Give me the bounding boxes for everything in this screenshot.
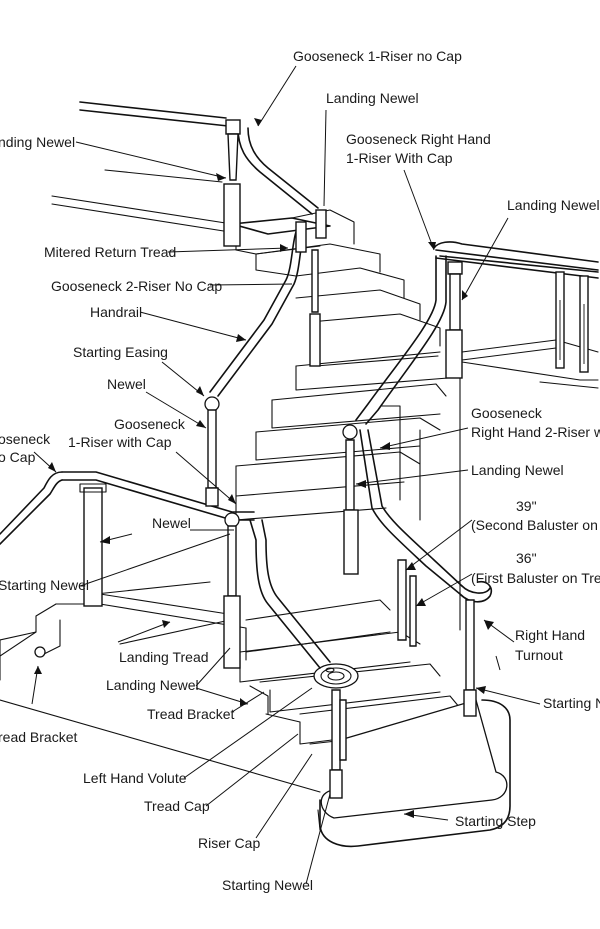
label-mitered-return-tread: Mitered Return Tread [44, 244, 176, 260]
label-gooseneck-right-hand-1-riser-cap-line2: 1-Riser With Cap [346, 150, 453, 166]
label-riser-cap: Riser Cap [198, 835, 260, 851]
leader-lines [31, 65, 541, 885]
starting-step [317, 699, 511, 848]
right-landing [435, 249, 599, 631]
label-starting-newel-bottom: Starting Newel [222, 877, 313, 893]
label-landing-newel-top: Landing Newel [326, 90, 419, 106]
label-gooseneck-1-riser-cap-line2: 1-Riser with Cap [68, 434, 172, 450]
newels [204, 119, 477, 799]
label-gooseneck-rh-2-riser-line1: Gooseneck [471, 405, 543, 421]
label-gooseneck-left-line1: oseneck [0, 431, 51, 447]
label-tread-bracket-left: read Bracket [0, 729, 77, 745]
staircase-illustration [0, 101, 599, 848]
label-landing-newel-right: Landing Newel [507, 197, 600, 213]
label-right-hand-turnout-line1: Right Hand [515, 627, 585, 643]
lower-left-landing [0, 483, 321, 793]
label-handrail: Handrail [90, 304, 142, 320]
label-landing-newel-mid: Landing Newel [471, 462, 564, 478]
label-dimension-39: 39" [516, 498, 537, 514]
label-gooseneck-2-riser-no-cap: Gooseneck 2-Riser No Cap [51, 278, 222, 294]
label-dimension-36: 36" [516, 550, 537, 566]
label-left-hand-volute: Left Hand Volute [83, 770, 187, 786]
label-starting-newel-left: Starting Newel [0, 577, 89, 593]
label-starting-step: Starting Step [455, 813, 536, 829]
label-starting-easing: Starting Easing [73, 344, 168, 360]
label-gooseneck-rh-2-riser-line2: Right Hand 2-Riser with [471, 424, 600, 440]
label-landing-newel-left: nding Newel [0, 134, 75, 150]
label-starting-newel-right: Starting N [543, 695, 600, 711]
label-tread-cap: Tread Cap [144, 798, 210, 814]
label-gooseneck-1-riser-no-cap: Gooseneck 1-Riser no Cap [293, 48, 462, 64]
left-hand-volute [313, 663, 359, 689]
label-landing-tread: Landing Tread [119, 649, 209, 665]
label-gooseneck-left-line2: o Cap [0, 449, 36, 465]
label-tread-bracket: Tread Bracket [147, 706, 235, 722]
label-right-hand-turnout-line2: Turnout [515, 647, 563, 663]
part-labels: Gooseneck 1-Riser no Cap Landing Newel n… [0, 48, 600, 893]
label-gooseneck-1-riser-cap-line1: Gooseneck [114, 416, 186, 432]
label-gooseneck-right-hand-1-riser-cap-line1: Gooseneck Right Hand [346, 131, 491, 147]
label-newel-upper: Newel [107, 376, 146, 392]
label-newel-lower: Newel [152, 515, 191, 531]
label-first-baluster: (First Baluster on Trea [471, 570, 600, 586]
label-second-baluster: (Second Baluster on T [471, 517, 600, 533]
upper-flight-steps [235, 209, 449, 521]
label-landing-newel-bottom: Landing Newel [106, 677, 199, 693]
